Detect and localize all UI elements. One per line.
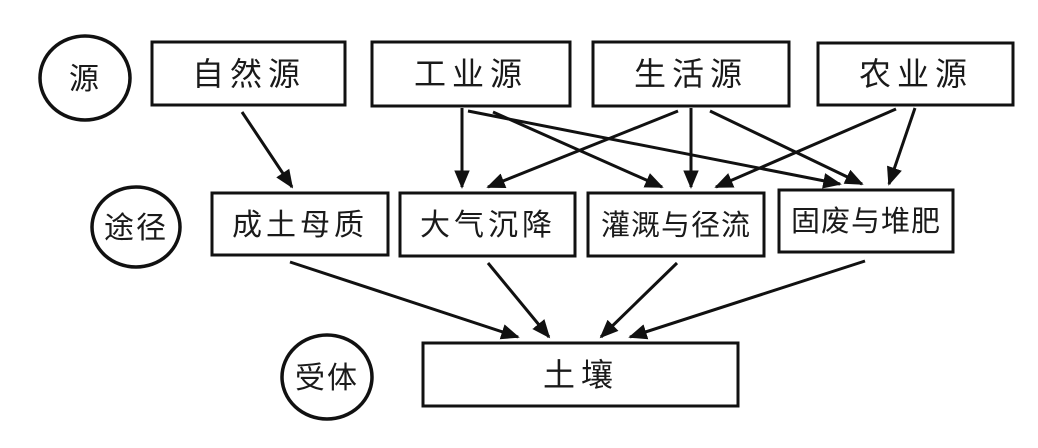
arrow-industrial-to-irrigation xyxy=(492,110,664,189)
sources-circle xyxy=(38,34,132,122)
natural-source-label: 自然源 xyxy=(192,55,306,93)
node-soil: 土壤 xyxy=(421,341,740,408)
soil-parent-material-label: 成土母质 xyxy=(232,208,368,243)
soil-parent-material-box xyxy=(210,191,390,257)
solid-waste-and-compost-label: 固废与堆肥 xyxy=(791,204,941,238)
atmospheric-deposition-label: 大气沉降 xyxy=(420,208,556,243)
row-label-pathways: 途径 xyxy=(90,185,182,269)
industrial-source-label: 工业源 xyxy=(414,55,528,93)
receptor-circle-label: 受体 xyxy=(295,361,359,396)
node-natural-source: 自然源 xyxy=(150,40,347,107)
node-soil-parent-material: 成土母质 xyxy=(210,191,390,257)
node-industrial-source: 工业源 xyxy=(370,40,572,108)
agricultural-source-box xyxy=(816,41,1015,107)
node-domestic-source: 生活源 xyxy=(591,40,791,108)
edges-pathways-to-receptor xyxy=(289,259,866,340)
node-solid-waste-and-compost: 固废与堆肥 xyxy=(777,188,955,254)
natural-source-box xyxy=(150,40,347,107)
arrow-agricultural-to-solid-waste xyxy=(887,107,917,186)
receptor-circle xyxy=(280,333,374,421)
arrow-solid-waste-to-soil xyxy=(628,259,866,340)
arrow-parent-material-to-soil xyxy=(289,260,520,340)
arrow-domestic-to-solid-waste xyxy=(709,109,864,186)
pathways-circle-label: 途径 xyxy=(104,211,168,246)
pathways-circle xyxy=(90,185,182,269)
node-atmospheric-deposition: 大气沉降 xyxy=(398,191,577,258)
atmospheric-deposition-box xyxy=(398,191,577,258)
agricultural-source-label: 农业源 xyxy=(859,55,973,93)
row-label-sources: 源 xyxy=(38,34,132,122)
domestic-source-label: 生活源 xyxy=(634,55,748,93)
soil-box xyxy=(421,341,740,408)
arrow-irrigation-to-soil xyxy=(599,261,679,339)
irrigation-and-runoff-box xyxy=(586,191,766,258)
arrow-domestic-to-atmospheric xyxy=(486,109,679,189)
arrow-atmospheric-to-soil xyxy=(486,262,551,339)
arrow-natural-to-parent-material xyxy=(240,111,294,189)
arrow-agricultural-to-irrigation xyxy=(714,107,897,189)
industrial-source-box xyxy=(370,40,572,108)
sources-circle-label: 源 xyxy=(69,62,101,97)
arrow-industrial-to-solid-waste xyxy=(467,109,842,189)
domestic-source-box xyxy=(591,40,791,108)
soil-label: 土壤 xyxy=(543,356,619,394)
irrigation-and-runoff-label: 灌溉与径流 xyxy=(601,208,751,242)
node-irrigation-and-runoff: 灌溉与径流 xyxy=(586,191,766,258)
solid-waste-and-compost-box xyxy=(777,188,955,254)
edges-sources-to-pathways xyxy=(240,107,917,189)
row-label-receptor: 受体 xyxy=(280,333,374,421)
node-agricultural-source: 农业源 xyxy=(816,41,1015,107)
